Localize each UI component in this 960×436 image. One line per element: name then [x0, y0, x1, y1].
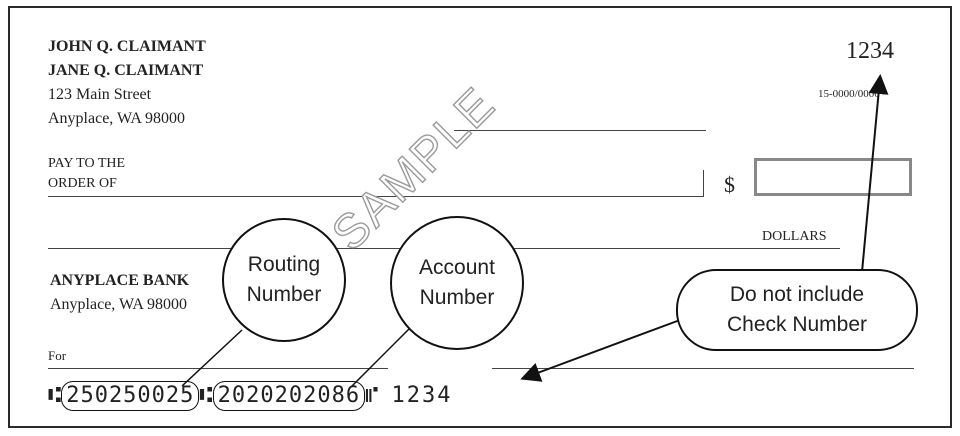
check-number-arrow [520, 319, 681, 382]
micr-check-number: 1234 [391, 383, 453, 408]
micr-on-us-symbol: ⑈ [365, 383, 379, 408]
account-number-callout: Account Number [390, 216, 524, 350]
check-frame [8, 6, 952, 428]
routing-connector [181, 329, 243, 387]
payer-name-2: JANE Q. CLAIMANT [48, 62, 204, 79]
check-number-note-callout: Do not include Check Number [676, 269, 918, 351]
amount-box [754, 158, 912, 196]
bank-name: ANYPLACE BANK [50, 272, 190, 289]
top-check-number-arrow [861, 74, 889, 273]
bank-city: Anyplace, WA 98000 [50, 296, 188, 313]
fraction-code: 15-0000/0000 [818, 88, 880, 100]
note-callout-line2: Check Number [726, 313, 868, 336]
micr-account-number: 2020202086 [212, 381, 366, 411]
routing-callout-line2: Number [246, 283, 322, 306]
dollar-sign: $ [724, 172, 735, 197]
pay-to-label-2: ORDER OF [48, 176, 117, 191]
payer-city: Anyplace, WA 98000 [48, 110, 186, 127]
payee-line-end [703, 170, 704, 197]
routing-callout-line1: Routing [247, 253, 321, 276]
micr-routing-symbol-start: ⑆ [48, 383, 62, 408]
check-number: 1234 [846, 38, 894, 64]
pay-to-label-1: PAY TO THE [48, 156, 126, 171]
memo-line [48, 368, 388, 369]
date-line [454, 130, 706, 131]
micr-routing-symbol-end: ⑆ [199, 383, 213, 408]
memo-label: For [48, 348, 67, 363]
micr-line: ⑆250250025⑆2020202086⑈ 1234 [48, 381, 453, 411]
account-callout-line1: Account [419, 256, 495, 279]
payer-street: 123 Main Street [48, 86, 152, 103]
dollars-label: DOLLARS [762, 229, 827, 244]
account-callout-line2: Number [419, 286, 495, 309]
note-callout-line1: Do not include [729, 283, 865, 306]
routing-number-callout: Routing Number [222, 218, 346, 342]
signature-line [492, 368, 914, 369]
payer-name-1: JOHN Q. CLAIMANT [48, 38, 206, 55]
micr-routing-number: 250250025 [61, 381, 200, 411]
account-connector [351, 327, 411, 387]
payee-line [48, 196, 704, 197]
